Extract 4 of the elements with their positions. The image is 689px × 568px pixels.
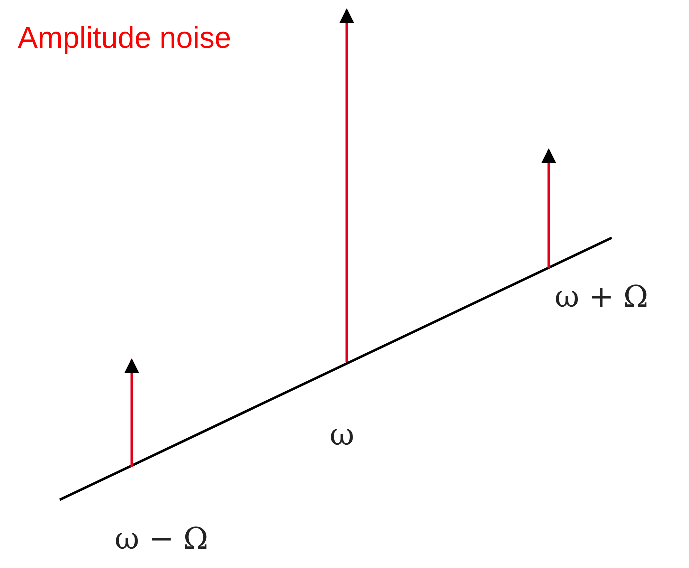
frequency-label: ω — [330, 418, 354, 453]
frequency-label: ω + Ω — [555, 280, 649, 315]
frequency-label: ω − Ω — [115, 522, 209, 557]
title: Amplitude noise — [18, 22, 232, 56]
